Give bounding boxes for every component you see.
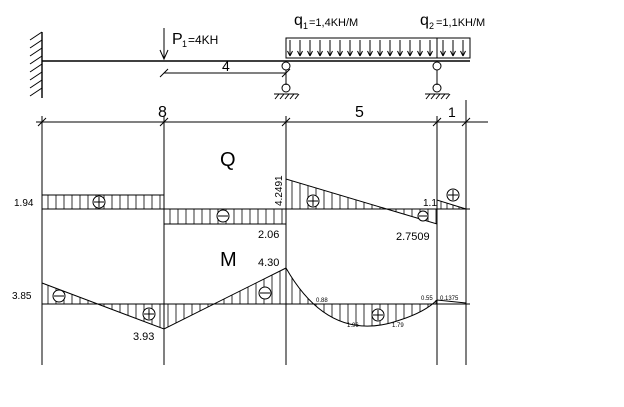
hatch-line — [297, 50, 301, 57]
hatch-line — [379, 50, 383, 57]
shear-plus-sign-2 — [306, 194, 320, 208]
hatch-line — [307, 50, 311, 57]
hatch-line — [319, 50, 323, 57]
hatch-line — [349, 50, 353, 57]
shear-value-support-right: 2.7509 — [396, 231, 430, 243]
moment-minus-sign-2 — [258, 286, 272, 300]
hatch-line — [389, 50, 393, 57]
hatch-line — [377, 50, 381, 57]
hatch-line — [429, 50, 433, 57]
moment-plus-sign-1 — [142, 307, 156, 321]
moment-value-179: 1.79 — [392, 323, 404, 329]
moment-diagram-title: M — [220, 249, 237, 271]
hatch-line — [317, 50, 321, 57]
projection-lines — [41, 100, 467, 365]
distributed-load-q1 — [285, 37, 438, 59]
moment-minus-sign-1 — [52, 289, 66, 303]
hatch-line — [409, 50, 413, 57]
hatch-line — [299, 50, 303, 57]
shear-value-mid: 2.06 — [258, 229, 279, 241]
hatch-line — [347, 50, 351, 57]
q2-subscript: 2 — [429, 21, 434, 31]
hatch-line — [327, 50, 331, 57]
hatch-line — [450, 50, 454, 57]
span-label-3: 1 — [448, 104, 456, 120]
hatch-line — [387, 50, 391, 57]
hatch-line — [452, 50, 456, 57]
moment-plus-sign-2 — [371, 308, 385, 322]
moment-value-055: 0.55 — [421, 296, 433, 302]
hatch-line — [397, 50, 401, 57]
hatch-line — [419, 50, 423, 57]
hatch-line — [367, 50, 371, 57]
shear-value-left: 1.94 — [14, 198, 34, 209]
hatch-line — [407, 50, 411, 57]
hatch-line — [462, 50, 466, 57]
shear-plus-sign-3 — [446, 188, 460, 202]
p1-label: P — [172, 31, 183, 48]
hatch-line — [427, 50, 431, 57]
shear-diagram — [41, 178, 470, 225]
hatch-line — [460, 50, 464, 57]
hatch-line — [337, 50, 341, 57]
distributed-load-q2 — [436, 37, 471, 59]
hatch-line — [359, 50, 363, 57]
hatch-line — [442, 50, 446, 57]
hatch-line — [287, 50, 291, 57]
shear-minus-sign-2 — [417, 210, 429, 222]
span-label-1: 8 — [158, 104, 167, 121]
q1-subscript: 1 — [303, 21, 308, 31]
hatch-line — [399, 50, 403, 57]
shear-value-support-top: 4.2491 — [274, 175, 285, 206]
hatch-line — [289, 50, 293, 57]
moment-diagram — [41, 267, 470, 330]
moment-value-196: 1.96 — [347, 323, 359, 329]
span-label-2: 5 — [355, 104, 364, 121]
moment-value-0375: 0.1375 — [440, 296, 459, 302]
hatch-line — [339, 50, 343, 57]
pin-support-right — [425, 61, 451, 100]
hatch-line — [357, 50, 361, 57]
q2-label: q — [420, 12, 429, 29]
p1-value: =4KH — [188, 33, 218, 47]
hatch-line — [417, 50, 421, 57]
shear-minus-sign-1 — [216, 209, 230, 223]
pin-support-left — [274, 61, 300, 100]
p1-distance-label: 4 — [222, 58, 230, 74]
hatch-line — [369, 50, 373, 57]
shear-plus-sign-1 — [92, 195, 106, 209]
q2-value: =1,1KH/M — [436, 17, 485, 29]
hatch-line — [329, 50, 333, 57]
q1-value: =1,4KH/M — [309, 17, 358, 29]
moment-value-left: 3.85 — [12, 291, 32, 302]
p1-subscript: 1 — [182, 39, 187, 49]
hatch-line — [309, 50, 313, 57]
moment-value-support: 4.30 — [258, 257, 279, 269]
shear-diagram-title: Q — [220, 149, 236, 171]
moment-value-span1-min: 3.93 — [133, 331, 154, 343]
fixed-wall — [29, 31, 43, 98]
q1-label: q — [294, 12, 303, 29]
moment-value-088: 0.88 — [316, 298, 328, 304]
point-load-p1 — [159, 28, 169, 61]
hatch-line — [440, 50, 444, 57]
shear-value-cantilever: 1.1 — [423, 198, 437, 209]
span-dimension-line — [36, 117, 488, 127]
